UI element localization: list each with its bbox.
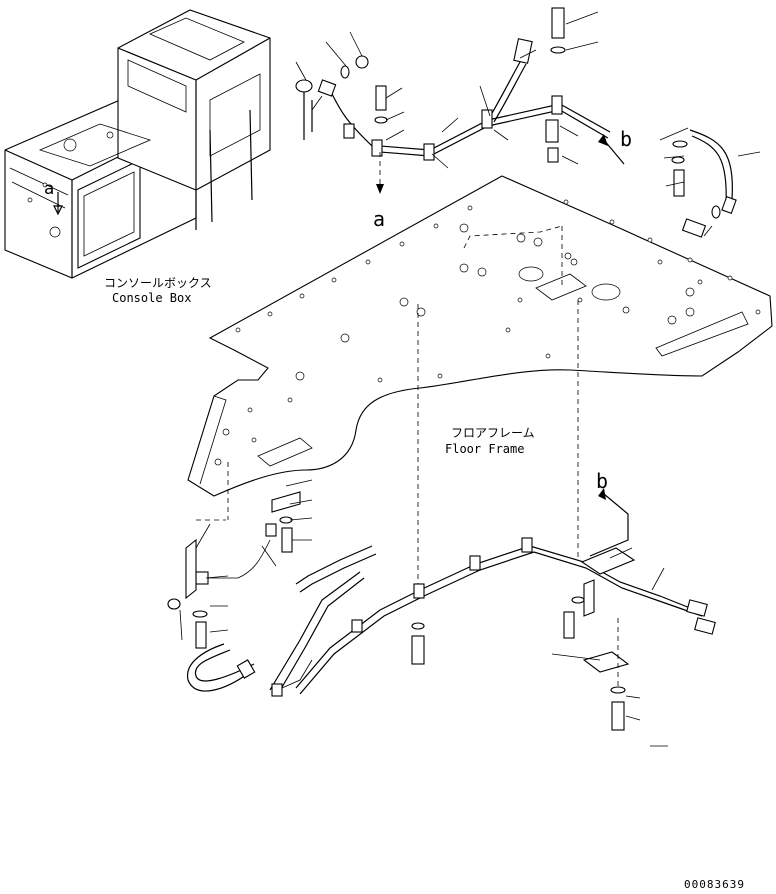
clamp-icon [521,537,533,553]
floor-frame-plate [187,175,773,590]
bolt-icon [375,85,387,111]
bolt-icon [611,701,625,731]
connector-icon [295,79,313,93]
right-cable-assembly [659,127,761,238]
washer-icon [550,46,566,54]
connector-icon [686,599,708,617]
nut-icon [167,598,181,610]
console-box-label-en: Console Box [112,291,191,305]
nut-icon [355,55,369,69]
clamp-icon [271,491,301,513]
floor-frame-label-jp: フロアフレーム [451,426,535,440]
clamp-icon [469,555,481,571]
clamp-icon [351,619,363,633]
washer-icon [340,65,350,79]
bolt-icon [563,611,575,639]
washer-icon [192,610,208,618]
bolt-icon [681,218,707,238]
bolt-icon [411,635,425,665]
washer-icon [571,596,585,604]
ref-b-top: b [620,127,632,151]
bolt-icon [281,527,293,553]
top-harness-assembly [295,7,625,194]
lower-harness-assembly [167,479,716,747]
washer-icon [610,686,626,694]
spacer-icon [545,119,559,143]
connector-icon [271,683,283,697]
washer-icon [671,156,685,164]
connector-icon [694,617,716,635]
bolt-icon [195,621,207,649]
arrow-down-icon [376,184,384,194]
console-box-label-jp: コンソールボックス [104,276,212,290]
clamp-icon [481,109,493,129]
floor-frame-label-en: Floor Frame [445,442,524,456]
ref-a-console: a [44,179,54,199]
connector-icon [513,38,533,64]
washer-icon [411,622,425,630]
ref-b-bottom: b [596,469,608,493]
ref-a-top: a [373,207,385,231]
bolt-icon [551,7,565,39]
drawing-number: 00083639 [684,878,745,889]
clamp-icon [371,139,383,157]
washer-icon [672,140,688,148]
floor-holes [214,199,761,466]
washer-icon [374,116,388,124]
clamp-icon [551,95,563,115]
connector-icon [265,523,277,537]
clamp-icon [423,143,435,161]
washer-icon [711,205,721,219]
clamp-icon [413,583,425,599]
console-box-illustration [4,9,271,279]
